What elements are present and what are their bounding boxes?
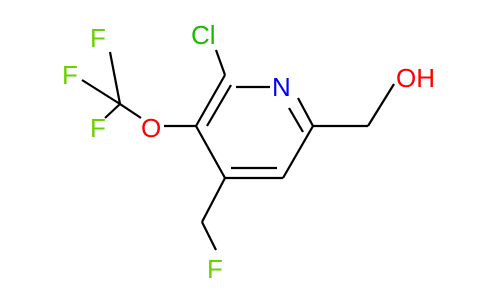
- bond-c4-ch2: [201, 177, 226, 223]
- atom-n: N: [272, 72, 291, 102]
- bond-cf3-f1: [108, 51, 122, 105]
- atom-f1: F: [90, 23, 106, 53]
- bond-ch2-oh: [367, 83, 395, 127]
- bond-c4-c3: [195, 125, 226, 179]
- atom-oh: OH: [396, 63, 435, 93]
- bond-c6-c5: [282, 125, 314, 179]
- bond-cf3-f2: [81, 79, 121, 105]
- bond-c2-cl: [214, 49, 227, 76]
- atom-cl: Cl: [191, 20, 216, 50]
- bond-n-c6: [297, 97, 314, 127]
- bond-c3-c2-inner: [206, 84, 232, 127]
- bond-o-cf3: [119, 103, 142, 119]
- atom-f2: F: [62, 60, 78, 90]
- bond-cf3-f3: [104, 103, 121, 119]
- atom-o-ether: O: [141, 113, 161, 143]
- bond-n-c6-inner: [288, 107, 304, 133]
- atom-f3: F: [90, 113, 106, 143]
- bond-c3-c2: [195, 74, 226, 127]
- bond-ch2-f: [201, 221, 217, 251]
- atom-f4: F: [207, 254, 223, 284]
